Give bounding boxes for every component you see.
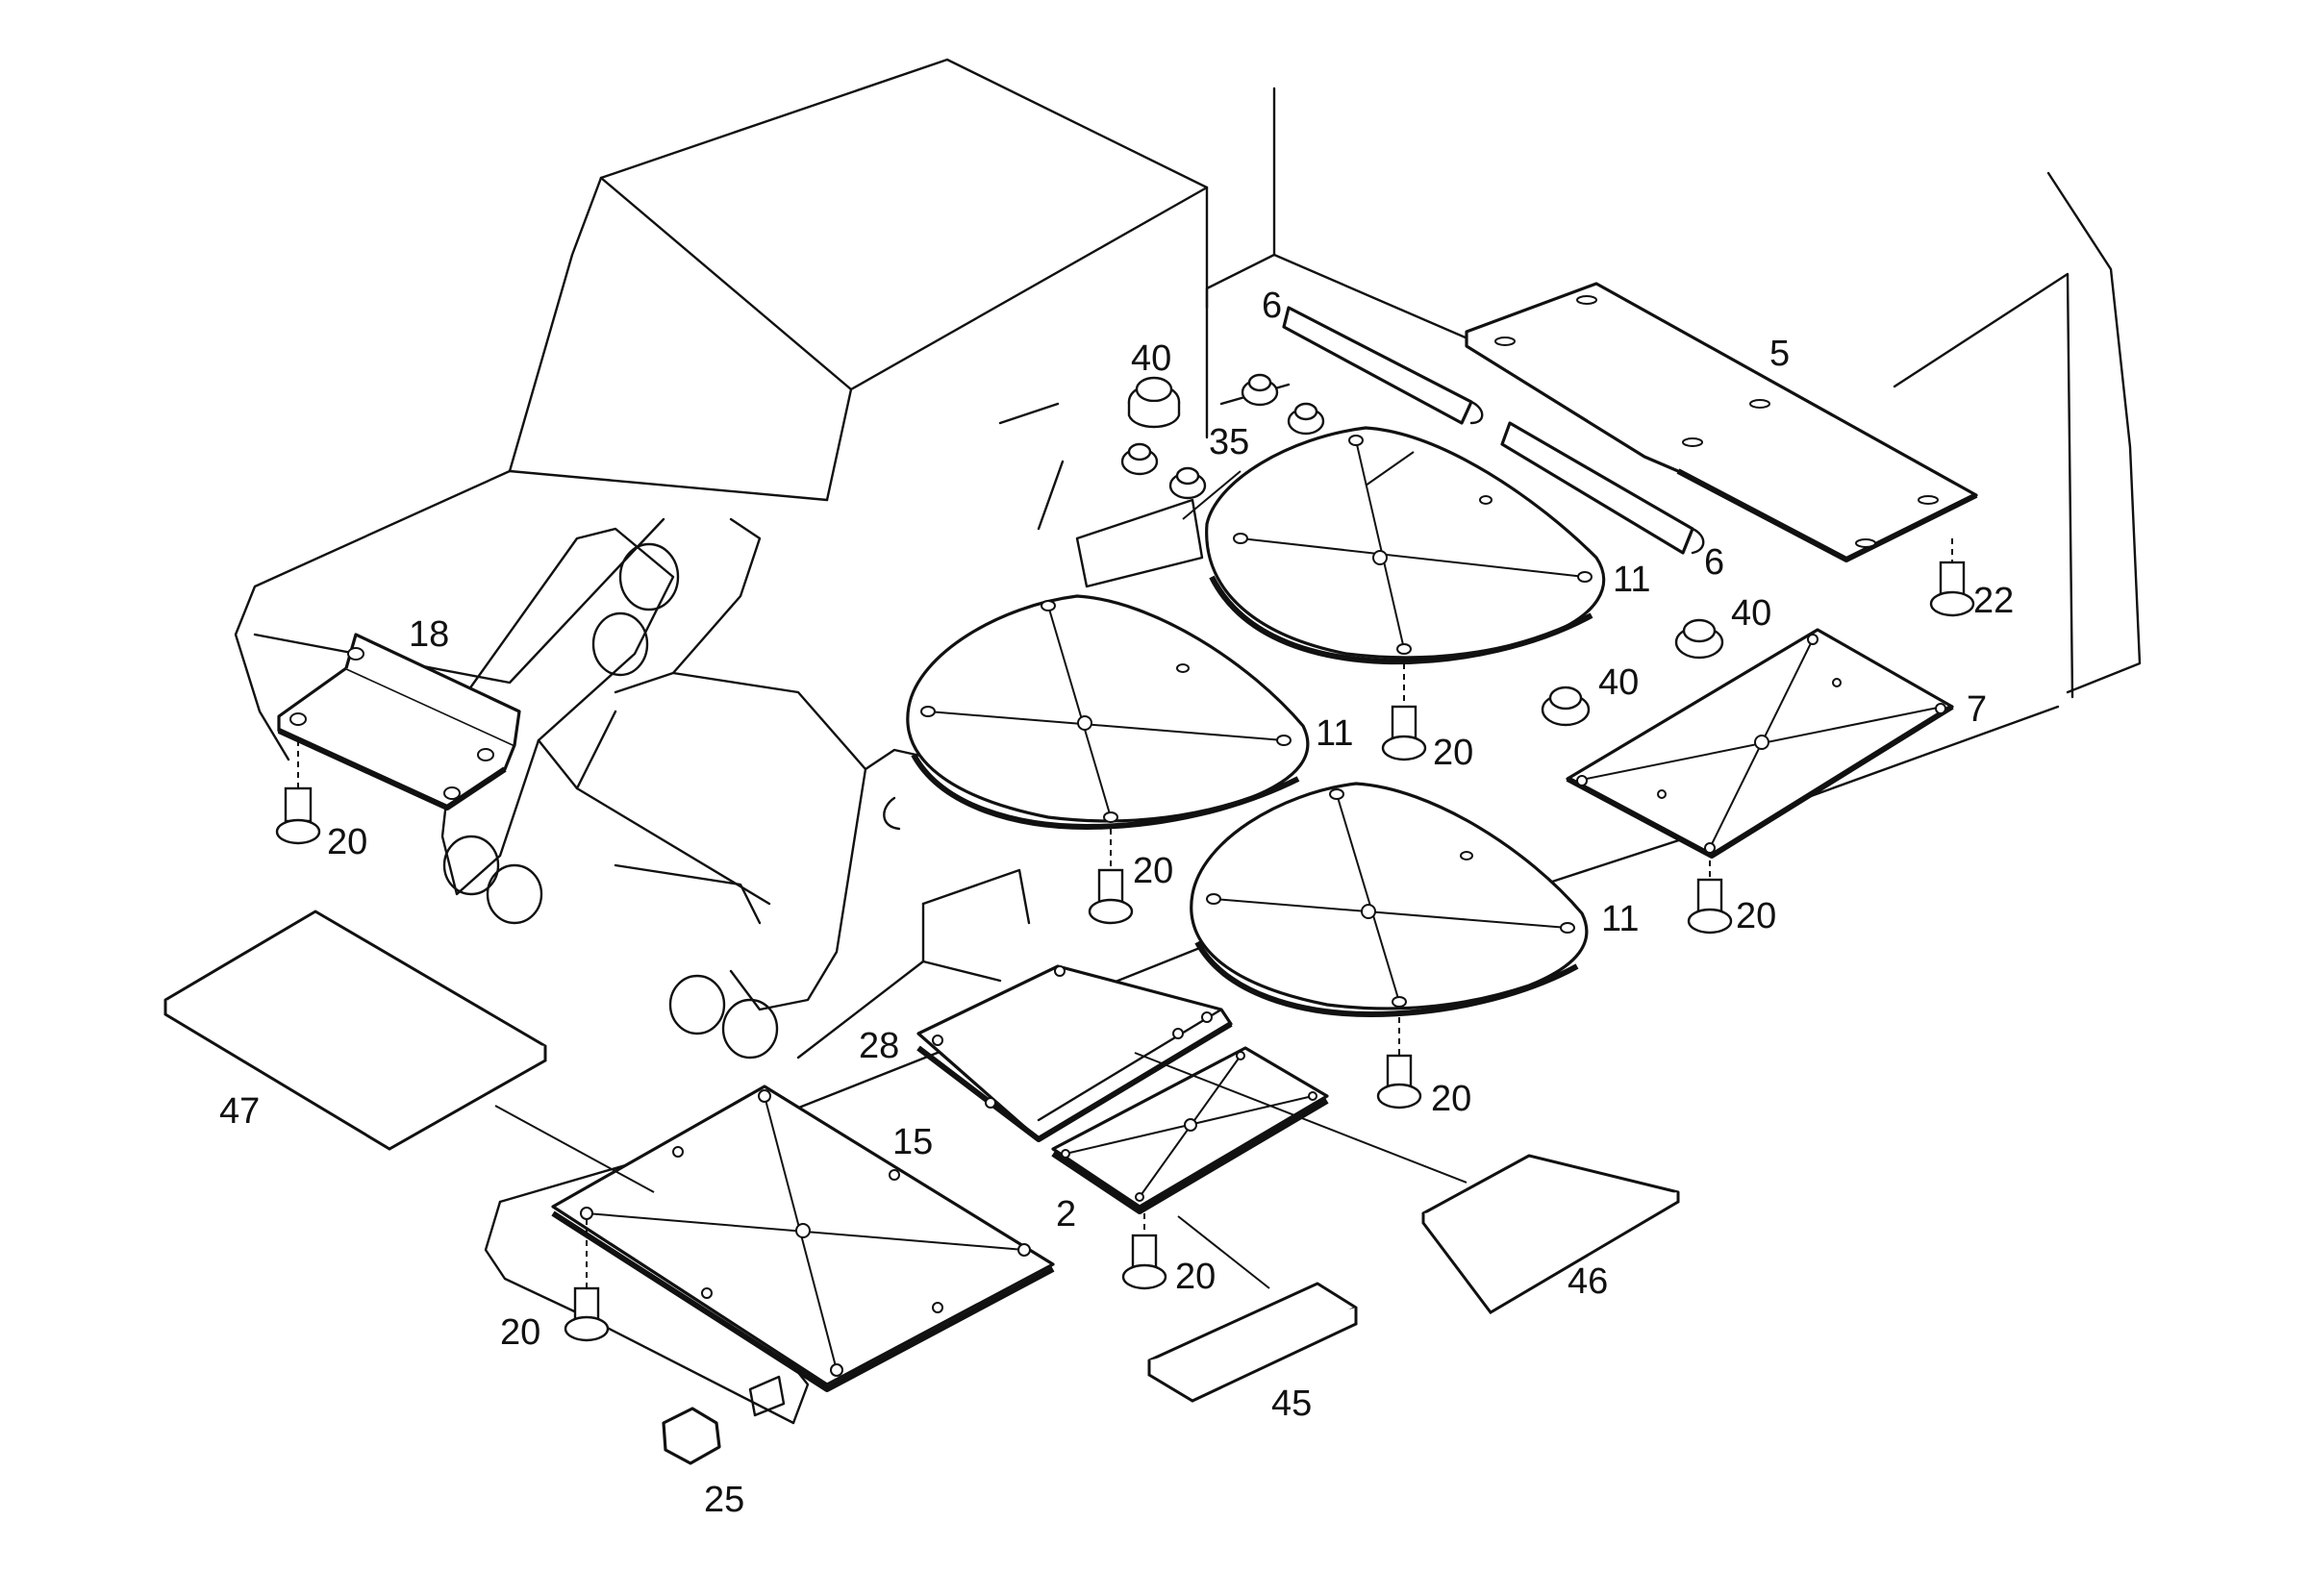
- part-18-bracket: [277, 633, 521, 810]
- callout-20: 20: [1433, 733, 1473, 773]
- part-7-plate: [1566, 628, 1954, 859]
- callout-18: 18: [409, 614, 449, 655]
- callout-20: 20: [1431, 1079, 1471, 1119]
- callout-11: 11: [1613, 560, 1650, 600]
- part-11-plate-lower: [1190, 782, 1589, 1017]
- callout-40: 40: [1131, 338, 1171, 379]
- callout-7: 7: [1967, 689, 1987, 730]
- callout-46: 46: [1568, 1261, 1608, 1302]
- part-6-rods: [1282, 306, 1705, 555]
- part-11-plate-middle: [906, 594, 1310, 830]
- bolt-20-plate2: [1121, 1213, 1167, 1290]
- callout-6: 6: [1704, 542, 1724, 583]
- part-5-plate: [1465, 282, 1978, 562]
- bolt-22: [1929, 538, 1975, 617]
- callout-5: 5: [1769, 334, 1790, 374]
- part-47-mat: [163, 910, 547, 1151]
- callout-40: 40: [1731, 593, 1771, 634]
- callout-15: 15: [892, 1122, 933, 1162]
- callout-labels: 18 20 47 40 35 6 5 6 11 22 40 40 11 20 7…: [219, 286, 2014, 1520]
- callout-28: 28: [859, 1026, 899, 1066]
- nut-40-upper-left: [1127, 376, 1181, 429]
- callout-47: 47: [219, 1091, 260, 1132]
- callout-6: 6: [1262, 286, 1282, 326]
- part-46-mat: [1421, 1154, 1680, 1314]
- bolt-20-plate11-upper: [1381, 663, 1427, 761]
- part-15-plate: [551, 1085, 1055, 1392]
- callout-2: 2: [1056, 1194, 1076, 1234]
- callout-25: 25: [704, 1480, 744, 1520]
- bolt-20-plate11-lower: [1376, 1017, 1422, 1110]
- callout-22: 22: [1973, 581, 2014, 621]
- bolt-20-left: [275, 740, 321, 845]
- callout-11: 11: [1601, 899, 1639, 939]
- nut-35-group: [1120, 373, 1325, 500]
- part-11-plate-upper: [1205, 426, 1606, 665]
- nut-40-right: [1541, 618, 1724, 727]
- callout-35: 35: [1209, 422, 1249, 462]
- callout-20: 20: [327, 822, 367, 862]
- callout-20: 20: [1175, 1257, 1216, 1297]
- bolt-20-plate15: [564, 1219, 610, 1342]
- callout-20: 20: [1736, 896, 1776, 936]
- callout-45: 45: [1271, 1384, 1312, 1424]
- part-28-plate: [916, 964, 1233, 1142]
- part-45-mat: [1147, 1282, 1358, 1403]
- leader-lines: [494, 451, 1468, 1289]
- callout-20: 20: [500, 1312, 540, 1353]
- callout-40: 40: [1598, 662, 1639, 703]
- callout-11: 11: [1316, 713, 1353, 754]
- bolt-20-plate11-middle: [1088, 829, 1134, 925]
- callout-20: 20: [1133, 851, 1173, 891]
- bolt-20-plate7: [1687, 860, 1733, 935]
- part-25-cap: [662, 1375, 786, 1465]
